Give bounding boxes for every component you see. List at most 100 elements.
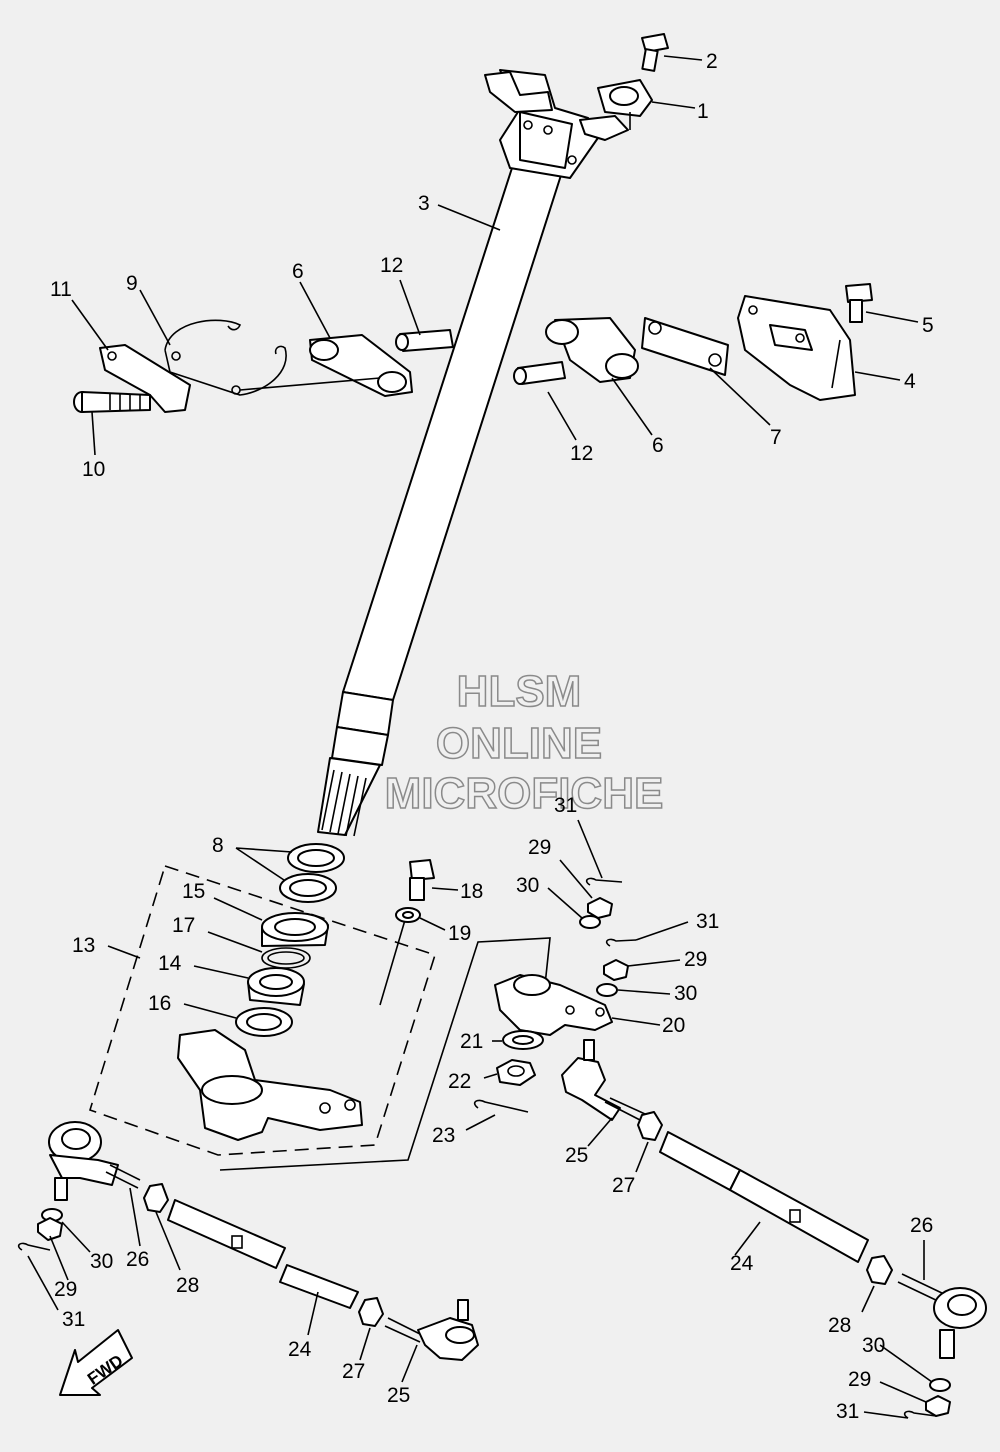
column-collar-left[interactable] xyxy=(309,334,413,397)
callout-20: 20 xyxy=(662,1014,685,1037)
callout-24-left: 24 xyxy=(288,1338,312,1361)
jam-nut-right[interactable] xyxy=(637,1111,663,1141)
callout-19: 19 xyxy=(448,922,471,945)
oil-seal-upper[interactable] xyxy=(287,843,345,873)
castle-nut-rr[interactable] xyxy=(925,1395,951,1417)
column-bracket[interactable] xyxy=(737,295,856,401)
kit-outline-inner xyxy=(219,919,551,1171)
column-collar-right[interactable] xyxy=(545,317,639,383)
pitman-arm[interactable] xyxy=(494,974,613,1036)
callout-26-right: 26 xyxy=(910,1214,933,1237)
callout-8: 8 xyxy=(212,834,224,857)
arm-cotter-pin[interactable] xyxy=(473,1099,529,1113)
callout-11: 11 xyxy=(50,278,72,301)
callout-29-bottom: 29 xyxy=(848,1368,871,1391)
callout-27-left: 27 xyxy=(342,1360,365,1383)
handlebar-holder[interactable] xyxy=(597,79,653,130)
tie-rod-end-left-outer[interactable] xyxy=(48,1121,141,1201)
castle-nut-ll[interactable] xyxy=(37,1217,63,1241)
callout-29-left: 29 xyxy=(54,1278,77,1301)
kit-outline xyxy=(89,864,437,1156)
tie-rod-left[interactable] xyxy=(167,1199,359,1309)
plate-bolt[interactable] xyxy=(73,391,151,413)
holder-bolt[interactable] xyxy=(641,33,669,72)
fwd-arrow: FWD xyxy=(59,1329,133,1396)
oil-seal-lower[interactable] xyxy=(279,873,337,903)
callout-9: 9 xyxy=(126,272,138,295)
castle-nut-mid[interactable] xyxy=(603,959,629,981)
callout-16: 16 xyxy=(148,992,171,1015)
watermark: HLSM ONLINE MICROFICHE xyxy=(384,666,664,819)
callout-21: 21 xyxy=(460,1030,483,1053)
bearing[interactable] xyxy=(247,967,305,1006)
callout-2: 2 xyxy=(706,50,718,73)
callouts: 1 2 3 4 5 6 6 7 8 9 10 11 12 12 13 14 15… xyxy=(50,50,934,1423)
cotter-pin-top[interactable] xyxy=(585,877,623,886)
collar-pin-right[interactable] xyxy=(513,361,566,385)
callout-6-left: 6 xyxy=(292,260,304,283)
arm-nut[interactable] xyxy=(496,1059,536,1086)
callout-5: 5 xyxy=(922,314,934,337)
callout-22: 22 xyxy=(448,1070,471,1093)
jam-nut-right-outer[interactable] xyxy=(866,1255,893,1285)
stem-washer[interactable] xyxy=(395,907,421,923)
callout-12-left: 12 xyxy=(380,254,403,277)
callout-18: 18 xyxy=(460,880,483,903)
callout-30-left: 30 xyxy=(90,1250,113,1273)
steering-stem-base[interactable] xyxy=(177,1029,363,1141)
collar-plate[interactable] xyxy=(641,317,729,376)
steering-column[interactable] xyxy=(317,69,629,837)
circlip[interactable] xyxy=(261,947,311,969)
spring-clip[interactable] xyxy=(164,319,287,396)
tie-rod-end-right-outer[interactable] xyxy=(897,1273,987,1359)
washer-top[interactable] xyxy=(579,915,601,929)
callout-28-left: 28 xyxy=(176,1274,199,1297)
lower-seal[interactable] xyxy=(235,1007,293,1037)
stopper-plate[interactable] xyxy=(99,344,191,413)
callout-29-top: 29 xyxy=(528,836,551,859)
callout-14: 14 xyxy=(158,952,182,975)
bearing-seal[interactable] xyxy=(261,912,329,947)
callout-31-bottom: 31 xyxy=(836,1400,859,1423)
callout-25-right: 25 xyxy=(565,1144,588,1167)
callout-17: 17 xyxy=(172,914,195,937)
callout-24-right: 24 xyxy=(730,1252,754,1275)
callout-12-right: 12 xyxy=(570,442,593,465)
collar-pin-left[interactable] xyxy=(395,329,454,352)
arm-washer[interactable] xyxy=(502,1030,544,1050)
callout-30-mid: 30 xyxy=(674,982,697,1005)
callout-10: 10 xyxy=(82,458,105,481)
tie-rod-end-right-inner[interactable] xyxy=(561,1039,646,1121)
tie-rod-right[interactable] xyxy=(659,1131,869,1263)
callout-29-mid: 29 xyxy=(684,948,707,971)
callout-25-left: 25 xyxy=(387,1384,410,1407)
jam-nut-left-inner[interactable] xyxy=(358,1297,384,1327)
callout-7: 7 xyxy=(770,426,782,449)
callout-30-top: 30 xyxy=(516,874,539,897)
cotter-pin-mid[interactable] xyxy=(605,938,637,947)
callout-3: 3 xyxy=(418,192,430,215)
cotter-pin-rr[interactable] xyxy=(903,1410,937,1419)
callout-23: 23 xyxy=(432,1124,455,1147)
jam-nut-left[interactable] xyxy=(143,1183,169,1213)
stem-bolt[interactable] xyxy=(409,859,435,901)
washer-rr[interactable] xyxy=(929,1378,951,1392)
callout-13: 13 xyxy=(72,934,95,957)
callout-15: 15 xyxy=(182,880,205,903)
watermark-line-1: HLSM xyxy=(457,667,582,716)
callout-31-top: 31 xyxy=(554,794,577,817)
castle-nut-top[interactable] xyxy=(587,897,613,919)
callout-6-right: 6 xyxy=(652,434,664,457)
callout-30-bottom: 30 xyxy=(862,1334,885,1357)
tie-rod-end-left-inner[interactable] xyxy=(384,1299,479,1361)
callout-27-right: 27 xyxy=(612,1174,635,1197)
cotter-pin-ll[interactable] xyxy=(17,1242,51,1251)
callout-4: 4 xyxy=(904,370,916,393)
callout-31-mid: 31 xyxy=(696,910,719,933)
watermark-line-2: ONLINE xyxy=(436,719,602,768)
callout-1: 1 xyxy=(697,100,709,123)
bracket-bolt[interactable] xyxy=(845,283,873,323)
callout-31-left: 31 xyxy=(62,1308,85,1331)
washer-mid[interactable] xyxy=(596,983,618,997)
